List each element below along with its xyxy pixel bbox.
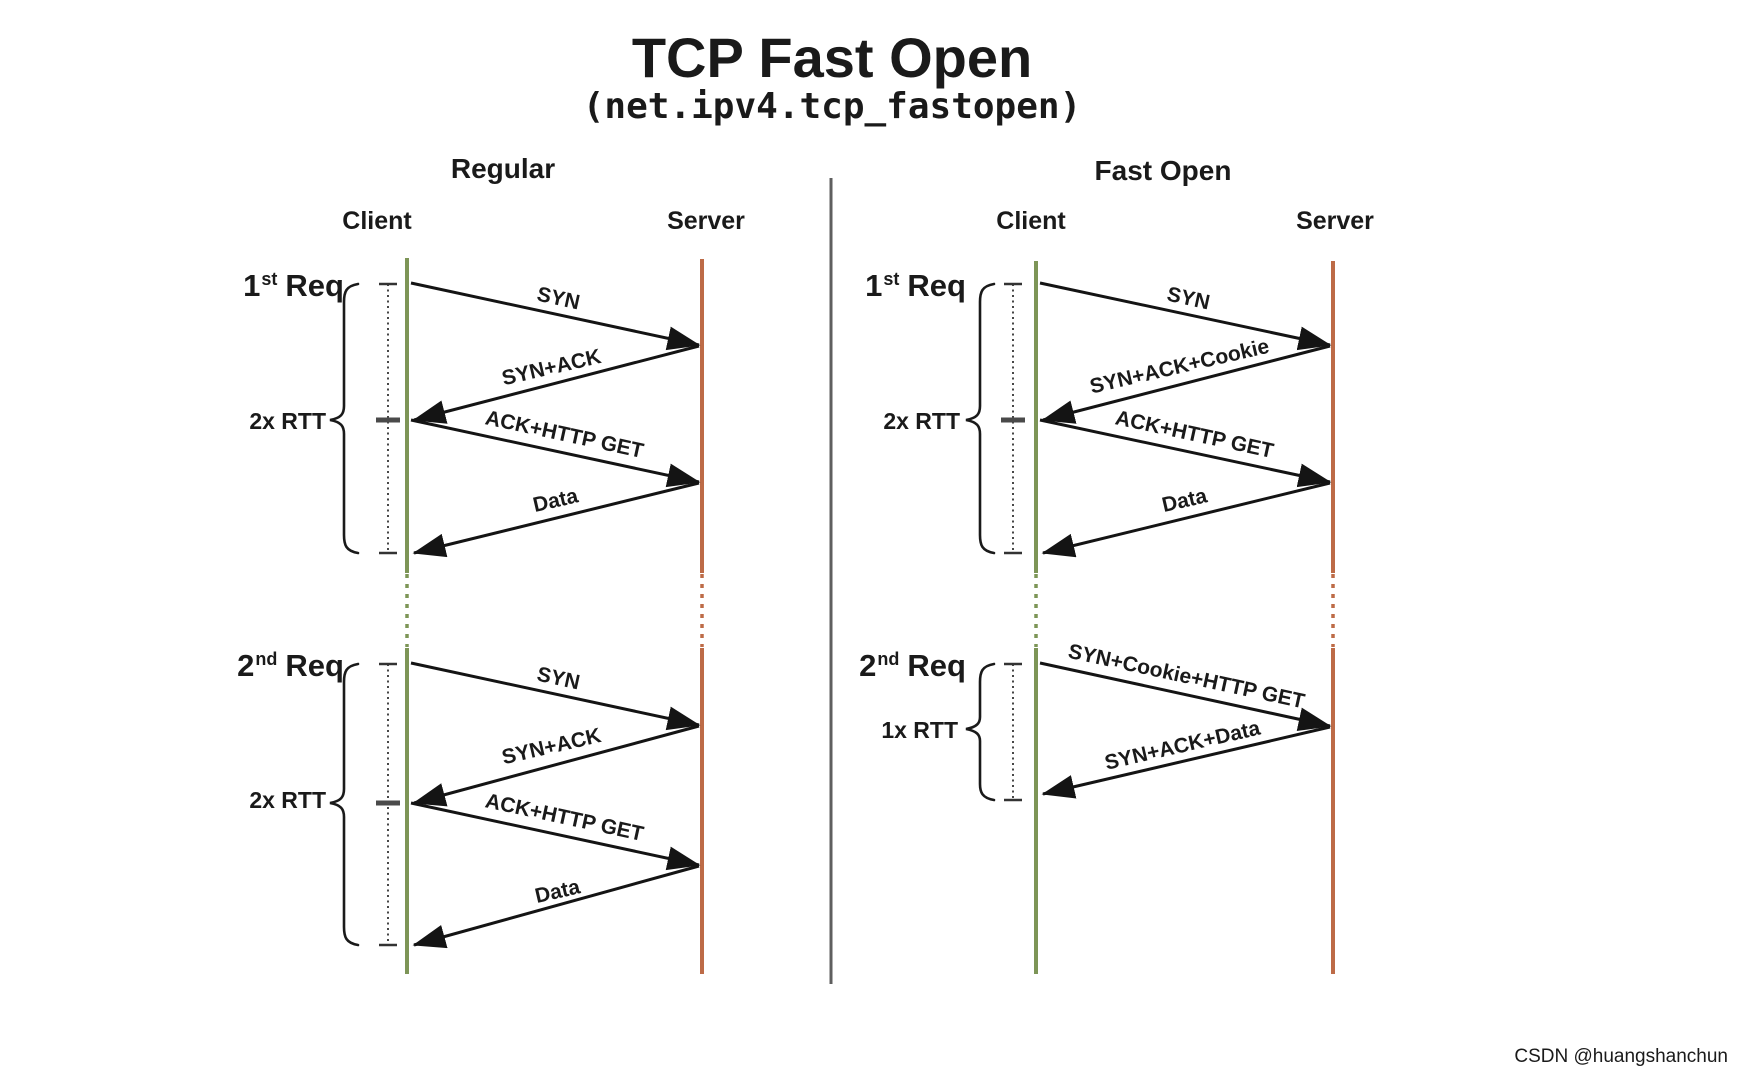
rtt-label: 1x RTT <box>881 717 958 743</box>
watermark: CSDN @huangshanchun <box>1514 1046 1728 1067</box>
server-label: Server <box>1296 207 1374 235</box>
panel-heading: Fast Open <box>1095 155 1232 186</box>
rtt-label: 2x RTT <box>883 408 960 434</box>
message-arrow-syn <box>410 661 701 731</box>
rtt-brace <box>965 662 996 802</box>
message-arrow-ack-httpget <box>410 418 701 488</box>
rtt-brace <box>329 282 360 555</box>
page-title: TCP Fast Open <box>632 26 1032 89</box>
message-arrow-data <box>412 481 700 558</box>
client-label: Client <box>342 207 412 235</box>
message-arrow-synack <box>412 724 700 807</box>
client-label: Client <box>996 207 1066 235</box>
rtt-label: 2x RTT <box>249 787 326 813</box>
rtt-brace <box>329 662 360 947</box>
message-arrow-synack <box>412 344 700 424</box>
page-subtitle: (net.ipv4.tcp_fastopen) <box>583 86 1082 127</box>
message-arrow-ack-httpget <box>1039 418 1332 488</box>
message-arrow-syn <box>1039 281 1332 351</box>
panel-heading: Regular <box>451 153 555 184</box>
rtt-brace <box>965 282 996 555</box>
rtt-label: 2x RTT <box>249 408 326 434</box>
message-arrow-syn <box>410 281 701 351</box>
message-arrow-data <box>1041 481 1331 558</box>
message-arrow-synack-data <box>1041 725 1331 799</box>
message-arrow-ack-httpget <box>410 801 701 871</box>
message-arrow-synack-cookie <box>1041 344 1331 424</box>
message-arrow-data <box>412 864 700 949</box>
server-label: Server <box>667 207 745 235</box>
message-arrow-syn-cookie-httpget <box>1039 661 1332 732</box>
